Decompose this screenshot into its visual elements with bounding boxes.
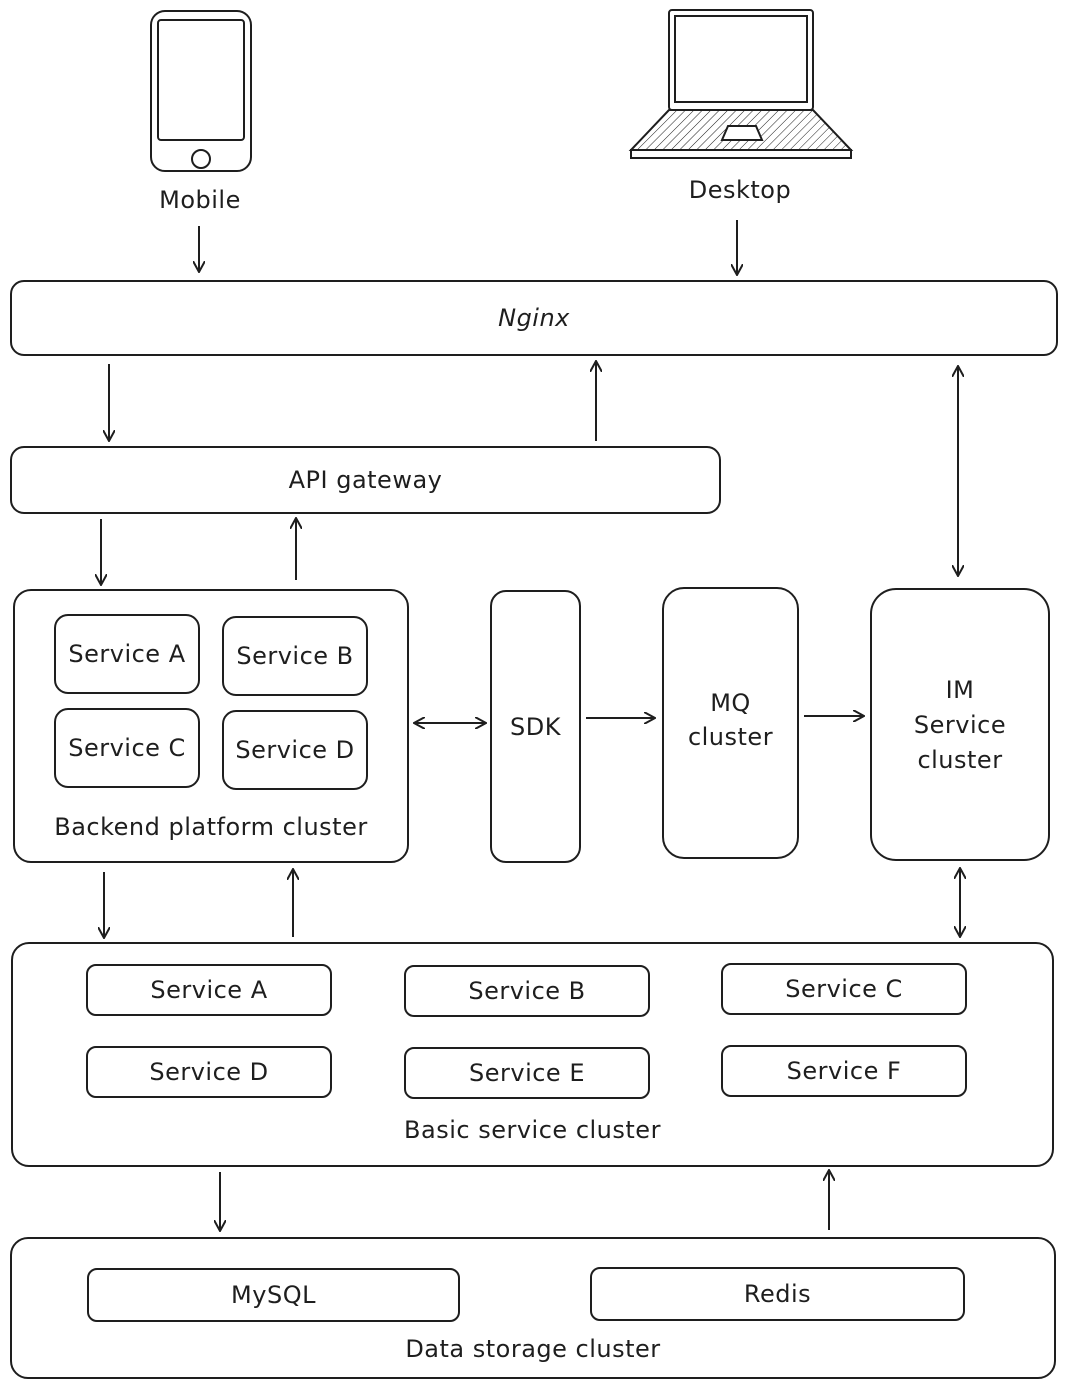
redis-label: Redis [743,1280,812,1308]
api-gateway-label: API gateway [288,466,443,494]
nginx-label: Nginx [498,304,570,332]
basic-service-b: Service B [404,965,650,1017]
basic-cluster-title: Basic service cluster [404,1116,661,1144]
basic-service-a: Service A [86,964,332,1016]
nginx-box: Nginx [10,280,1058,356]
laptop-icon [628,9,854,159]
mq-label-line2: cluster [687,723,774,751]
mq-label-line1: MQ [710,689,751,717]
mobile-label: Mobile [159,186,241,214]
im-label-line3: cluster [917,746,1003,774]
sdk-box: SDK [490,590,581,863]
backend-platform-cluster: Service A Service B Service C Service D … [13,589,409,863]
storage-cluster-title: Data storage cluster [405,1335,661,1363]
mq-cluster-box: MQ cluster [662,587,799,859]
im-label-line2: Service [913,711,1007,739]
desktop-label: Desktop [688,176,792,204]
service-label: Service B [236,642,354,670]
service-label: Service D [235,736,355,764]
backend-service-b: Service B [222,616,368,696]
im-label-line1: IM [945,676,975,704]
service-label: Service B [468,977,586,1005]
service-label: Service E [469,1059,585,1087]
service-label: Service A [150,976,268,1004]
service-label: Service C [68,734,186,762]
im-service-cluster-box: IM Service cluster [870,588,1050,861]
sdk-label: SDK [510,712,561,741]
service-label: Service D [149,1058,269,1086]
basic-service-c: Service C [721,963,967,1015]
backend-service-d: Service D [222,710,368,790]
mobile-phone-icon [150,10,252,172]
backend-service-a: Service A [54,614,200,694]
basic-service-e: Service E [404,1047,650,1099]
basic-service-d: Service D [86,1046,332,1098]
service-label: Service C [785,975,903,1003]
backend-cluster-title: Backend platform cluster [54,813,368,841]
basic-service-f: Service F [721,1045,967,1097]
service-label: Service F [786,1057,902,1085]
mysql-box: MySQL [87,1268,460,1322]
basic-service-cluster: Service A Service B Service C Service D … [11,942,1054,1167]
api-gateway-box: API gateway [10,446,721,514]
data-storage-cluster: MySQL Redis Data storage cluster [10,1237,1056,1379]
mysql-label: MySQL [231,1281,316,1309]
backend-service-c: Service C [54,708,200,788]
redis-box: Redis [590,1267,965,1321]
service-label: Service A [68,640,186,668]
